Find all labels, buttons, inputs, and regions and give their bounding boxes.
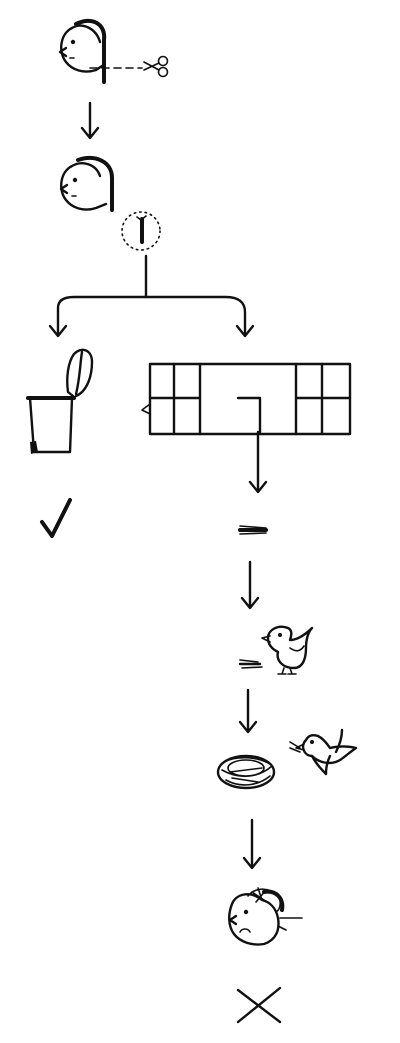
head-short-hair (59, 156, 114, 212)
arrow-down-icon (235, 324, 255, 338)
eye (243, 909, 249, 915)
hair (76, 156, 114, 212)
arrow-down-icon (242, 818, 262, 870)
trash-can-icon (26, 348, 94, 454)
branch-arrows (48, 254, 255, 338)
face-outline (60, 162, 108, 211)
sad-mouth (239, 928, 251, 933)
hair-clipping-icon (238, 659, 263, 669)
arrow-down-icon (80, 101, 100, 140)
face-outline (228, 893, 280, 946)
arrow-down-icon (238, 688, 258, 734)
hair (74, 18, 107, 84)
flying-bird-icon (289, 728, 358, 776)
arrow-down-icon (248, 430, 268, 494)
sad-head-with-nest (228, 887, 303, 946)
hair (262, 889, 285, 912)
x-mark-icon (236, 986, 282, 1024)
hair-clipping-icon (238, 525, 268, 535)
scissors-icon (143, 55, 169, 78)
window-latch (141, 403, 151, 415)
arrow-down-icon (240, 560, 260, 610)
hair-strands (277, 917, 303, 931)
nest-icon (216, 754, 276, 790)
nose (59, 183, 69, 195)
check-mark-icon (40, 498, 72, 538)
face-outline (60, 24, 104, 73)
bird-icon (261, 625, 314, 675)
arrow-down-icon (48, 324, 68, 338)
eye (72, 177, 78, 183)
head-cutting-hair (58, 18, 143, 84)
nose (228, 914, 238, 926)
window-icon (141, 362, 352, 436)
hair-clipping-icon (121, 211, 161, 251)
eye (70, 39, 76, 45)
nose (58, 46, 68, 58)
